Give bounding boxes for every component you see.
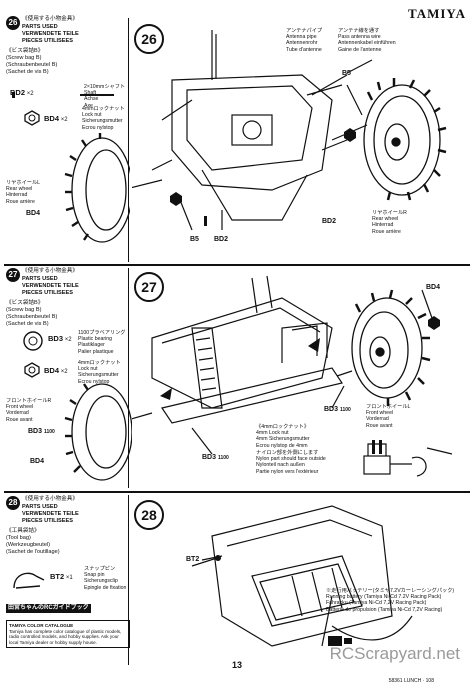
- step27-parts-panel: 27《使用する小物金具》 PARTS USED VERWENDETE TEILE…: [6, 268, 126, 328]
- step28-bag-en: (Tool bag): [6, 534, 31, 541]
- step27-label-bd3-right: BD3 1100: [324, 406, 351, 413]
- page-number: 13: [231, 660, 242, 670]
- step28-bag-jp: 《工具袋詰》: [6, 527, 40, 534]
- step28-color-catalogue: TAMIYA COLOR CATALOGUE Tamiya has comple…: [6, 620, 130, 648]
- step28-fr: PIECES UTILISEES: [22, 517, 73, 524]
- column-divider-28: [128, 495, 129, 665]
- step28-badge: 28: [6, 496, 20, 510]
- step27-label-bd3-left: BD3 1100: [28, 428, 55, 435]
- step28-snap-pin-icon: [13, 572, 45, 589]
- step27-bearing-icon: [23, 331, 43, 351]
- step27-locknut-icon: [24, 362, 40, 378]
- step28-guide-book: 田宮ちゃんのRCガイドブック: [6, 604, 91, 614]
- step27-left-wheel: [64, 383, 132, 481]
- step27-bd4-entry: BD4 ×2: [44, 366, 68, 375]
- step26-parts-used: PARTS USED: [22, 24, 58, 30]
- step28-assembly-drawing: [191, 505, 413, 647]
- step28-de: VERWENDETE TEILE: [22, 510, 79, 517]
- step28-label-bt2: BT2: [186, 556, 200, 563]
- watermark: RCScrapyard.net: [329, 644, 460, 663]
- step27-label-bd4-left: BD4: [30, 458, 45, 465]
- step26-bd2-entry: BD2 ×2: [10, 88, 34, 98]
- step27-bag-fr: (Sachet de vis B): [6, 320, 49, 327]
- step28-big-badge: 28: [134, 500, 164, 530]
- step26-assembly-drawing: [132, 30, 447, 231]
- step26-label-b5-bottom: B5: [190, 236, 199, 243]
- step26-parts-panel: 26《使用する小物金具》 PARTS USED VERWENDETE TEILE…: [6, 16, 126, 76]
- step26-bag-fr: (Sachet de vis B): [6, 68, 49, 75]
- step27-bag-jp: 《ビス袋詰B》: [6, 299, 44, 306]
- step26-bd2-qty: ×2: [26, 91, 34, 97]
- step26-left-wheel: [64, 133, 130, 243]
- step26-jp-header: 《使用する小物金具》: [22, 16, 78, 22]
- column-divider-26: [128, 18, 129, 262]
- divider-26-27: [4, 264, 470, 266]
- step26-bd4-entry: BD4 ×2: [44, 114, 68, 123]
- step26-shaft-illustration: [12, 92, 114, 98]
- step27-label-bd3-middle: BD3 1100: [202, 454, 229, 461]
- step28-parts-used: PARTS USED: [22, 504, 58, 510]
- step28-bag-de: (Werkzeugbeutel): [6, 541, 51, 548]
- color-catalogue-title: TAMIYA COLOR CATALOGUE: [9, 623, 74, 628]
- step27-assembly-drawing: [132, 275, 453, 477]
- step28-bt2-entry: BT2 ×1: [50, 572, 73, 581]
- step28-jp-header: 《使用する小物金具》: [22, 496, 78, 502]
- step26-label-bd2-right: BD2: [322, 218, 337, 225]
- step26-bag-de: (Schraubenbeutel B): [6, 61, 58, 68]
- step26-bag-en: (Screw bag B): [6, 54, 42, 61]
- divider-27-28: [4, 491, 470, 493]
- step26-bag-jp: 《ビス袋詰B》: [6, 47, 44, 54]
- footer-code: 58361 LUNCH · 108: [388, 678, 434, 684]
- step27-bag-en: (Screw bag B): [6, 306, 42, 313]
- step26-label-bd4-left: BD4: [26, 210, 41, 217]
- step27-fr: PIECES UTILISEES: [22, 289, 73, 296]
- step26-locknut-icon: [24, 110, 40, 126]
- step27-bd3-entry: BD3 ×2: [48, 334, 72, 343]
- step28-parts-panel: 28《使用する小物金具》 PARTS USED VERWENDETE TEILE…: [6, 496, 126, 556]
- color-catalogue-text: Tamiya has complete color catalogue of p…: [9, 628, 122, 645]
- step26-de: VERWENDETE TEILE: [22, 30, 79, 37]
- step26-big-badge: 26: [134, 24, 164, 54]
- step28-bag-fr: (Sachet de l'outillage): [6, 548, 60, 555]
- column-divider-27: [128, 268, 129, 488]
- step28-battery-label: ※走行用バッテリー(タミヤ7.2Vカーレーシングパック)Running batt…: [326, 588, 455, 613]
- step27-parts-used: PARTS USED: [22, 276, 58, 282]
- step26-fr: PIECES UTILISEES: [22, 37, 73, 44]
- step26-label-b5-top: B5: [342, 70, 351, 77]
- step27-badge: 27: [6, 268, 20, 282]
- brand-logo: TAMIYA: [407, 6, 466, 21]
- step27-jp-header: 《使用する小物金具》: [22, 268, 78, 274]
- step27-de: VERWENDETE TEILE: [22, 282, 79, 289]
- step26-badge: 26: [6, 16, 20, 30]
- step26-label-bd2-bottom: BD2: [214, 236, 229, 243]
- step27-label-bd4-top-right: BD4: [426, 284, 441, 291]
- step27-big-badge: 27: [134, 272, 164, 302]
- step26-bd2-code: BD2: [10, 88, 26, 97]
- step27-bag-de: (Schraubenbeutel B): [6, 313, 58, 320]
